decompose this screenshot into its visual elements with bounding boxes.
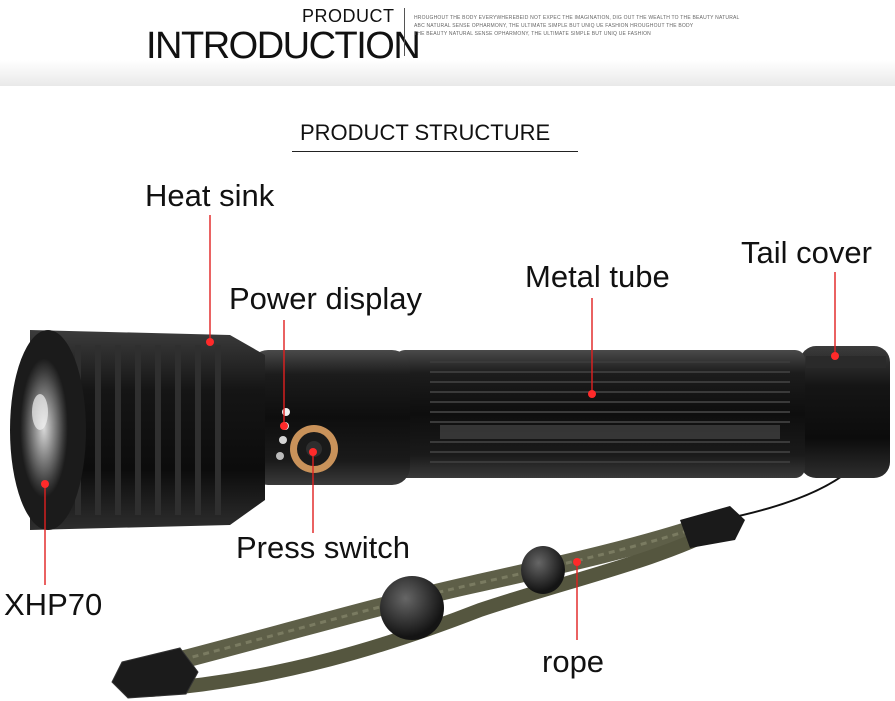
marker-heat-sink	[206, 338, 214, 346]
marker-press-switch	[309, 448, 317, 456]
xhp70-lens	[20, 358, 68, 498]
label-press-switch: Press switch	[236, 530, 410, 565]
rope-adjuster-large	[380, 576, 444, 640]
section-title: PRODUCT STRUCTURE	[300, 120, 551, 145]
blurb-line: THE BEAUTY NATURAL SENSE OPHARMONY, THE …	[414, 31, 651, 37]
rope-end-cap	[111, 647, 199, 699]
rope-strap	[141, 469, 851, 697]
label-xhp70: XHP70	[4, 587, 103, 622]
marker-rope	[573, 558, 581, 566]
header-divider	[404, 8, 405, 56]
power-led	[276, 452, 284, 460]
label-tail-cover: Tail cover	[741, 235, 872, 270]
marker-power-display	[280, 422, 288, 430]
rope-clip	[680, 506, 745, 548]
label-heat-sink: Heat sink	[145, 178, 275, 213]
blurb-line: HROUGHOUT THE BODY EVERYWHEREBEID NOT EX…	[414, 15, 740, 21]
blurb-line: ABC NATURAL SENSE OPHARMONY, THE ULTIMAT…	[414, 23, 694, 29]
rope-bead	[521, 546, 565, 594]
power-led	[282, 408, 290, 416]
metal-tube	[395, 350, 805, 478]
label-rope: rope	[542, 644, 605, 679]
marker-tail-cover	[831, 352, 839, 360]
section-title-underline	[292, 151, 578, 152]
switch-housing	[250, 350, 410, 485]
marker-xhp70	[41, 480, 49, 488]
marker-metal-tube	[588, 390, 596, 398]
label-power-display: Power display	[229, 281, 422, 316]
tail-cover	[800, 346, 890, 478]
header-product-small: PRODUCT	[302, 6, 395, 26]
header-blurb: HROUGHOUT THE BODY EVERYWHEREBEID NOT EX…	[414, 14, 794, 38]
power-led	[279, 436, 287, 444]
label-metal-tube: Metal tube	[525, 259, 670, 294]
header-band	[0, 0, 895, 86]
header-product-title: INTRODUCTION	[146, 25, 421, 67]
